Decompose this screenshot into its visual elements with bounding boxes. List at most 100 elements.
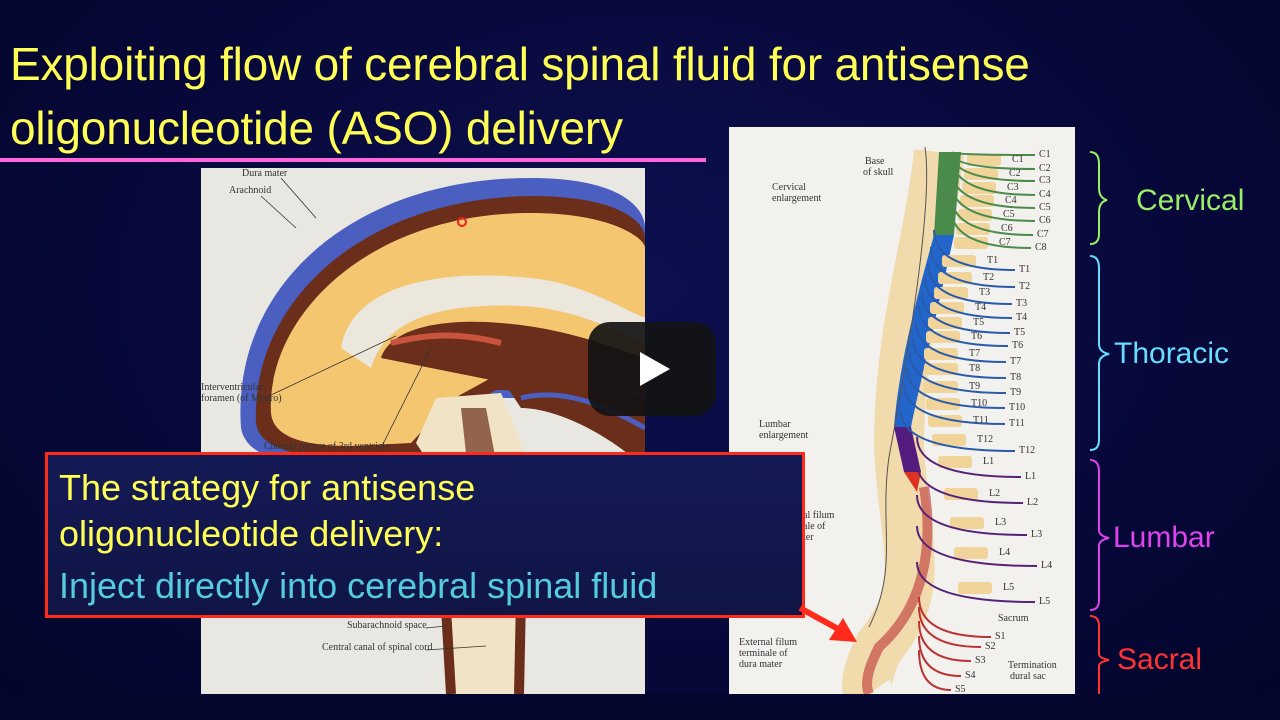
vertebra-body: [958, 209, 992, 221]
label-internal-filum-2: ale of: [803, 521, 826, 532]
nerve-label-t7: T7: [1010, 356, 1022, 367]
nerve-root: [950, 180, 1036, 222]
vertebra-body: [967, 154, 1001, 166]
vertebra-label-l2: L2: [989, 488, 1001, 499]
vertebra-label-t8: T8: [969, 363, 981, 374]
sacral-brace: [1089, 615, 1110, 695]
nerve-label-c3: C3: [1039, 175, 1051, 186]
nerve-label-c5: C5: [1039, 202, 1051, 213]
label-lumbar-enlargement-1: Lumbar: [759, 419, 791, 430]
label-choroid-plexus: Choroid plexus of 3rd ventricle: [264, 441, 390, 452]
label-cervical-enlargement-1: Cervical: [772, 182, 806, 193]
nerve-label-l1: L1: [1025, 471, 1037, 482]
label-subarachnoid-space: Subarachnoid space: [347, 620, 427, 631]
region-cervical: Cervical: [1136, 184, 1245, 217]
region-lumbar: Lumbar: [1113, 521, 1215, 554]
nerve-label-s3: S3: [975, 655, 986, 666]
label-external-filum-2: terminale of: [739, 648, 788, 659]
vertebra-body: [928, 415, 962, 427]
vertebra-label-t10: T10: [971, 398, 988, 409]
nerve-label-s2: S2: [985, 641, 996, 652]
nerve-label-t9: T9: [1010, 387, 1022, 398]
nerve-label-t4: T4: [1016, 312, 1028, 323]
nerve-label-t1: T1: [1019, 264, 1031, 275]
vertebra-body: [944, 488, 978, 500]
vertebra-label-c6: C6: [1001, 223, 1013, 234]
nerve-label-l3: L3: [1031, 529, 1043, 540]
lumbar-brace: [1089, 459, 1110, 611]
nerve-label-c6: C6: [1039, 215, 1051, 226]
nerve-root: [950, 154, 1036, 196]
nerve-label-c4: C4: [1039, 189, 1051, 200]
nerve-label-l4: L4: [1041, 560, 1053, 571]
vertebra-label-t1: T1: [987, 255, 999, 266]
vertebra-label-t9: T9: [969, 381, 981, 392]
vertebra-label-t11: T11: [973, 415, 989, 426]
nerve-label-t10: T10: [1009, 402, 1026, 413]
nerve-root: [903, 383, 1006, 425]
vertebra-label-t7: T7: [969, 348, 981, 359]
nerve-root: [916, 462, 1024, 504]
title-line-2: oligonucleotide (ASO) delivery: [10, 102, 623, 154]
vertebra-label-t3: T3: [979, 287, 991, 298]
vertebra-label-l4: L4: [999, 547, 1011, 558]
vertebra-label-t4: T4: [975, 302, 987, 313]
nerve-label-t12: T12: [1019, 445, 1036, 456]
vertebra-label-t5: T5: [973, 317, 985, 328]
nerve-root: [916, 494, 1028, 536]
vertebra-label-c5: C5: [1003, 209, 1015, 220]
callout-line-3: Inject directly into cerebral spinal flu…: [59, 565, 658, 606]
label-base: Base: [865, 156, 885, 167]
nerve-label-s4: S4: [965, 670, 976, 681]
label-external-filum-1: External filum: [739, 637, 798, 648]
title-line-1: Exploiting flow of cerebral spinal fluid…: [10, 38, 1030, 90]
vertebra-body: [926, 398, 960, 410]
vertebra-label-t12: T12: [977, 434, 994, 445]
label-dura-mater: Dura mater: [242, 168, 288, 179]
nerve-root: [950, 194, 1034, 236]
nerve-label-c2: C2: [1039, 163, 1051, 174]
vertebra-body: [924, 381, 958, 393]
label-cervical-enlargement-2: enlargement: [772, 193, 822, 204]
region-thoracic: Thoracic: [1114, 337, 1230, 370]
vertebra-label-c7: C7: [999, 237, 1011, 248]
nerve-root: [915, 321, 1007, 363]
callout-line-2: oligonucleotide delivery:: [59, 513, 444, 554]
label-interventricular: Interventricular: [201, 382, 264, 393]
nerve-label-l2: L2: [1027, 497, 1039, 508]
nerve-label-c1: C1: [1039, 149, 1051, 160]
region-sacral: Sacral: [1117, 643, 1203, 676]
nerve-root: [918, 620, 972, 662]
nerve-root: [916, 436, 1022, 478]
nerve-label-s1: S1: [995, 631, 1006, 642]
cervical-brace: [1089, 151, 1108, 245]
nerve-root: [933, 229, 1016, 271]
vertebra-body: [958, 582, 992, 594]
label-sacrum: Sacrum: [998, 613, 1029, 624]
nerve-root: [906, 367, 1006, 409]
nerve-label-t5: T5: [1014, 327, 1026, 338]
vertebra-label-c1: C1: [1012, 154, 1024, 165]
callout-line-1: The strategy for antisense: [59, 467, 476, 508]
label-termination-2: dural sac: [1010, 671, 1046, 682]
vertebra-label-c3: C3: [1007, 182, 1019, 193]
nerve-label-s5: S5: [955, 684, 966, 694]
thoracic-brace: [1089, 255, 1110, 451]
nerve-label-c8: C8: [1035, 242, 1047, 253]
slide-title: Exploiting flow of cerebral spinal fluid…: [10, 32, 1030, 160]
nerve-root: [916, 525, 1038, 567]
play-icon: [640, 352, 670, 386]
label-internal-filum-3: ter: [803, 532, 814, 543]
label-foramen-monro: foramen (of Monro): [201, 393, 282, 404]
nerve-label-t8: T8: [1010, 372, 1022, 383]
play-button[interactable]: [588, 322, 716, 416]
callout-arrow: [798, 605, 857, 642]
spine-illustration: Base of skull Cervical enlargement Lumba…: [729, 127, 1075, 694]
label-external-filum-3: dura mater: [739, 659, 783, 670]
vertebra-label-t2: T2: [983, 272, 995, 283]
vertebra-body: [954, 547, 988, 559]
nerve-root: [909, 352, 1007, 394]
label-arachnoid: Arachnoid: [229, 185, 272, 196]
region-braces: [1089, 151, 1110, 695]
nerve-root: [916, 561, 1036, 603]
